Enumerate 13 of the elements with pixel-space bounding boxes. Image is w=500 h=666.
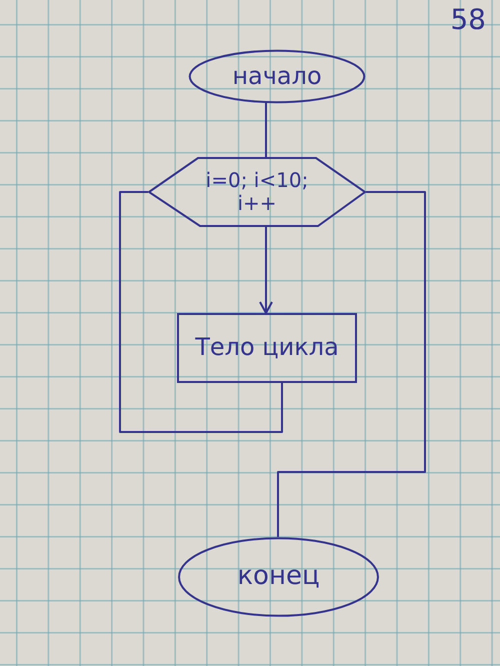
page-number: 58: [450, 6, 486, 34]
process-box: [177, 313, 357, 383]
start-terminal: [188, 50, 366, 103]
loop-header-hexagon: [148, 157, 366, 227]
end-terminal: [177, 537, 380, 617]
end-text: конец: [237, 562, 320, 592]
start-text: начало: [232, 62, 322, 90]
arrow: [259, 227, 273, 314]
connector-line: [265, 102, 267, 157]
connector-line: [277, 191, 426, 537]
connector-line: [119, 191, 283, 433]
loop-body-text: Тело цикла: [195, 334, 339, 362]
loop-condition-text: i=0; i<10; i++: [204, 169, 310, 215]
